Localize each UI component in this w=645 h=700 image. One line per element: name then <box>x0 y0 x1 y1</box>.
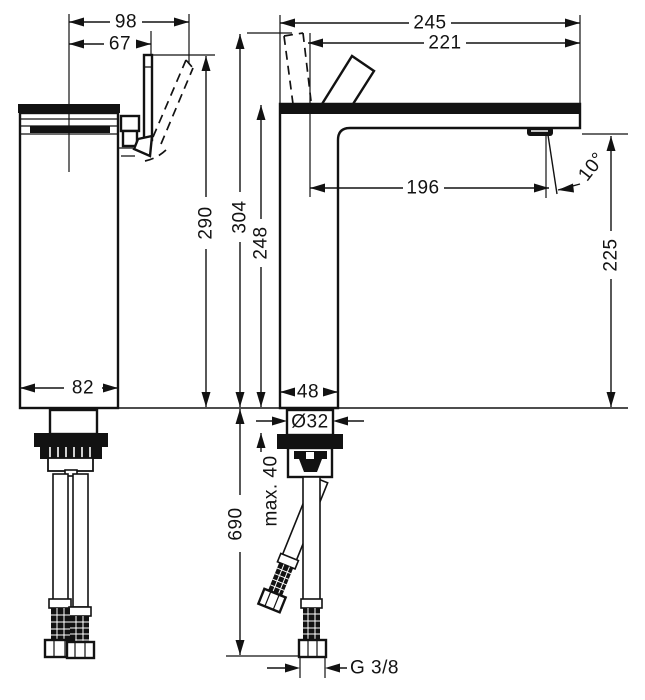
side-hose-right-nut-facets <box>74 642 86 658</box>
spray-angle-line <box>547 134 558 195</box>
dim-thread-g38: G 3/8 <box>267 658 399 679</box>
side-handle-base <box>132 134 154 158</box>
side-hose-left-nut-facets <box>53 640 66 657</box>
front-handle <box>319 54 376 106</box>
side-hose-left-collar <box>48 598 72 609</box>
dim-245: 245 <box>280 13 580 34</box>
dim-248-label: 248 <box>251 226 272 259</box>
front-shank <box>285 408 335 437</box>
front-hose-vertical-nut <box>297 638 328 659</box>
dim-max-40: max. 40 <box>256 433 282 527</box>
dim-196-label: 196 <box>406 178 439 199</box>
front-hose-vertical-nut-facets <box>307 640 318 657</box>
dim-diameter-label: Ø32 <box>291 412 328 433</box>
front-flange <box>277 434 343 449</box>
front-hose-vertical-braid <box>303 608 320 640</box>
front-hose-diagonal-braid <box>268 562 294 596</box>
side-handle-detail-lines <box>118 66 152 157</box>
dim-225: 225 <box>601 136 622 407</box>
front-body <box>278 102 582 410</box>
dim-245-label: 245 <box>413 13 446 34</box>
side-flange <box>34 433 108 447</box>
front-handle-upright-dashed <box>283 32 312 105</box>
side-handle-pivot <box>119 114 141 133</box>
front-hose-vertical-tube <box>302 476 321 601</box>
dim-thread-label: G 3/8 <box>350 658 399 679</box>
front-adapter-detail-lower <box>299 459 322 472</box>
dim-304-label: 304 <box>230 200 251 233</box>
side-hose-left-braid <box>51 608 70 641</box>
dim-82: 82 <box>20 378 118 399</box>
side-nut-knurling <box>49 447 91 458</box>
side-handle-lever <box>142 53 154 142</box>
dim-diameter-32: Ø32 <box>256 412 364 433</box>
dim-82-label: 82 <box>72 378 94 399</box>
side-hose-left-tube <box>52 473 69 601</box>
front-adapter-detail-dot <box>306 452 314 459</box>
side-adapter-tab <box>64 469 78 477</box>
side-adapter <box>47 457 94 472</box>
dim-221-label: 221 <box>428 33 461 54</box>
dim-angle-10: 10° <box>557 149 610 193</box>
side-spout-slot <box>30 126 110 133</box>
dim-48: 48 <box>280 382 338 403</box>
side-hose-right-braid <box>70 616 89 645</box>
dim-angle-label: 10° <box>574 149 609 186</box>
dim-67-label: 67 <box>109 34 131 55</box>
side-mounting-nut <box>40 446 102 459</box>
side-hose-right-collar <box>68 606 92 617</box>
dim-98-label: 98 <box>115 12 137 33</box>
side-hose-right-nut <box>65 640 96 660</box>
dim-98: 98 <box>69 12 189 33</box>
front-hose-vertical-collar <box>300 598 323 609</box>
dim-304: 304 <box>230 34 251 407</box>
dim-690-label: 690 <box>226 507 247 540</box>
side-shank <box>48 408 99 436</box>
dim-max-40-label: max. 40 <box>261 455 282 526</box>
front-spout-top-bar <box>280 104 580 114</box>
dim-248: 248 <box>251 105 272 407</box>
dim-290-label: 290 <box>196 206 217 239</box>
side-view <box>18 53 194 660</box>
dim-290: 290 <box>196 56 217 407</box>
front-hose-diagonal-nut-facets <box>264 591 280 610</box>
dim-221: 221 <box>308 33 580 54</box>
front-view <box>256 32 582 659</box>
dim-48-label: 48 <box>297 382 319 403</box>
dim-196: 196 <box>310 178 549 199</box>
dim-690: 690 <box>226 409 247 655</box>
dim-225-label: 225 <box>601 238 622 271</box>
side-hose-right-tube <box>72 473 89 608</box>
dim-67: 67 <box>69 34 151 55</box>
